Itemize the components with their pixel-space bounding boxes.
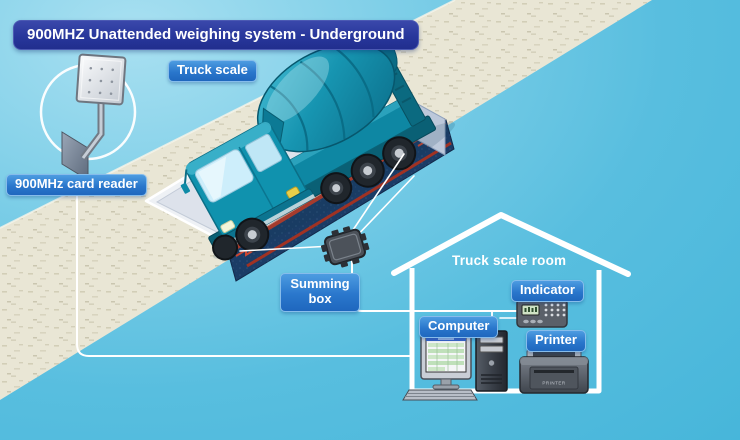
indicator-display [521,304,540,316]
cable-loadcell-2 [348,153,405,237]
diagram-title: 900MHZ Unattended weighing system - Unde… [13,20,419,50]
wheels [212,136,417,261]
indicator-device [516,298,568,328]
label-printer: Printer [526,330,586,352]
paper-tray-slot [533,352,575,357]
label-truck-scale: Truck scale [168,60,257,82]
load-cell-mount [235,248,255,257]
indicator-keypad [544,303,566,317]
cable-loadcell-1 [239,245,333,252]
reader-antenna-panel [75,53,127,106]
label-card-reader: 900MHz card reader [6,174,147,196]
keyboard [402,389,478,401]
printer-device: PRINTER [519,349,589,394]
truck-cab [180,122,316,248]
label-computer: Computer [419,316,499,338]
mixer-truck [180,23,456,261]
card-reader-device [39,53,137,181]
mirror [180,182,191,194]
mirror-arm [183,169,188,186]
label-indicator: Indicator [511,280,584,302]
cable-cardreader-to-room [76,192,413,357]
headlight [220,220,236,233]
cable-summingbox-to-indicator [351,260,519,312]
paper-out-slot [534,370,574,373]
summing-box-device [320,226,370,268]
printer-front-text: PRINTER [542,381,566,386]
label-truck-scale-room: Truck scale room [452,253,567,268]
monitor-stand [440,378,452,386]
side-window [245,133,283,173]
cable-loadcell-3 [351,175,415,242]
load-beam [246,141,452,268]
label-summing-box: Summing box [280,273,360,312]
computer-device [402,330,508,401]
roof [391,212,631,277]
reader-pole [80,102,105,161]
